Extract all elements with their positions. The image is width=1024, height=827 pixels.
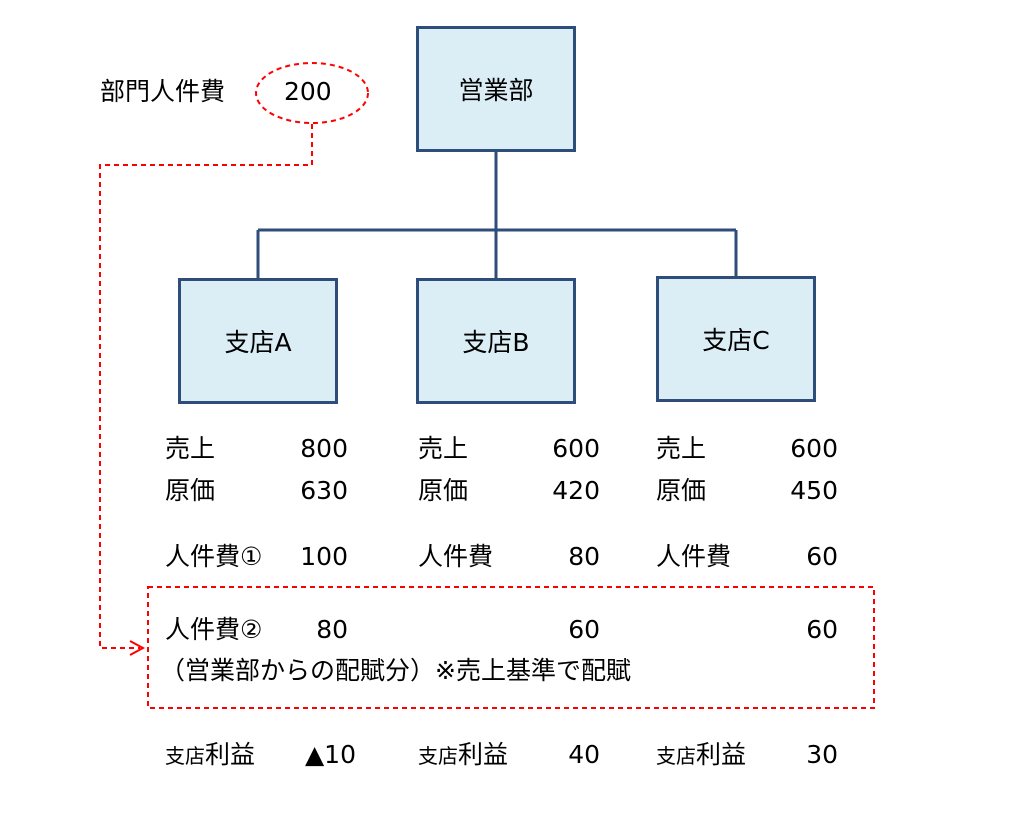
branch-b-profit-label-small: 支店 — [418, 744, 458, 768]
branch-a-labor1-label: 人件費① — [165, 542, 263, 571]
branch-a-labor1-value: 100 — [300, 542, 348, 571]
branch-b-labor2-value: 60 — [568, 615, 600, 644]
dept-labor-cost-value: 200 — [284, 77, 332, 106]
branch-b-label: 支店B — [462, 328, 530, 357]
branch-b-node: 支店B — [416, 278, 576, 404]
branch-a-profit-value: ▲10 — [304, 740, 356, 769]
branch-c-sales-label: 売上 — [656, 434, 707, 463]
branch-c-labor2-value: 60 — [806, 615, 838, 644]
branch-a-sales-value: 800 — [300, 434, 348, 463]
branch-a-label: 支店A — [224, 328, 292, 357]
branch-b-profit-label: 支店利益 — [418, 740, 508, 771]
allocation-label: 人件費② — [165, 615, 263, 644]
allocation-box — [147, 586, 875, 709]
branch-b-cost-value: 420 — [552, 476, 600, 505]
dept-labor-cost-label: 部門人件費 — [100, 77, 226, 106]
branch-b-labor1-label: 人件費 — [418, 542, 494, 571]
branch-c-profit-value: 30 — [806, 740, 838, 769]
branch-c-labor1-label: 人件費 — [656, 542, 732, 571]
branch-a-profit-label: 支店利益 — [165, 740, 255, 771]
branch-b-profit-value: 40 — [568, 740, 600, 769]
branch-c-profit-label: 支店利益 — [656, 740, 746, 771]
branch-a-profit-label-small: 支店 — [165, 744, 205, 768]
branch-a-profit-label-main: 利益 — [205, 740, 256, 769]
branch-b-cost-label: 原価 — [418, 476, 469, 505]
branch-c-sales-value: 600 — [790, 434, 838, 463]
branch-c-profit-label-small: 支店 — [656, 744, 696, 768]
branch-b-sales-label: 売上 — [418, 434, 469, 463]
branch-c-profit-label-main: 利益 — [696, 740, 747, 769]
branch-c-node: 支店C — [656, 276, 816, 402]
branch-c-label: 支店C — [702, 326, 770, 355]
branch-a-labor2-value: 80 — [316, 615, 348, 644]
branch-c-cost-label: 原価 — [656, 476, 707, 505]
allocation-arrow-line — [99, 124, 313, 649]
branch-b-labor1-value: 80 — [568, 542, 600, 571]
branch-b-profit-label-main: 利益 — [458, 740, 509, 769]
branch-a-sales-label: 売上 — [165, 434, 216, 463]
allocation-note: （営業部からの配賦分）※売上基準で配賦 — [160, 656, 631, 685]
allocation-arrow-head — [129, 640, 146, 656]
org-connector-lines — [256, 152, 738, 278]
branch-a-cost-value: 630 — [300, 476, 348, 505]
hq-node: 営業部 — [416, 26, 576, 152]
branch-b-sales-value: 600 — [552, 434, 600, 463]
branch-c-cost-value: 450 — [790, 476, 838, 505]
branch-a-cost-label: 原価 — [165, 476, 216, 505]
branch-a-node: 支店A — [178, 278, 338, 404]
branch-c-labor1-value: 60 — [806, 542, 838, 571]
hq-node-label: 営業部 — [458, 76, 534, 105]
cost-highlight-ellipse — [255, 62, 369, 124]
